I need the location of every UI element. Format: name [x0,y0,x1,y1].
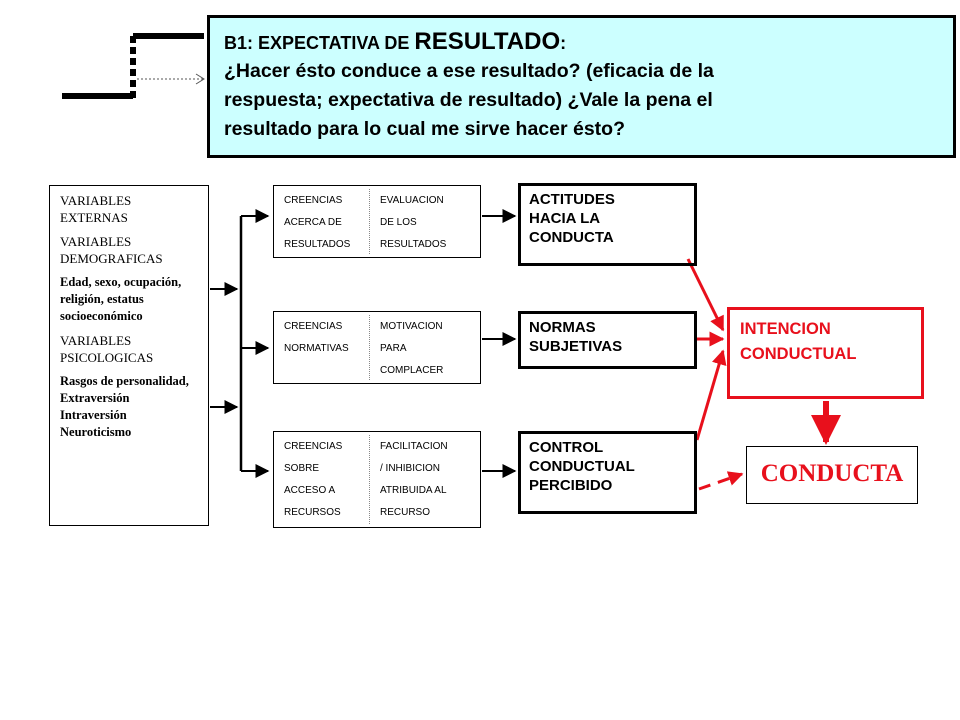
belief-separator [369,189,370,254]
demographic-variables-title: VARIABLES DEMOGRAFICAS [60,234,163,266]
callout-body-line: resultado para lo cual me sirve hacer és… [224,118,625,140]
behavior-box: CONDUCTA [746,446,918,504]
demographic-variables-items: Edad, sexo, ocupación, religión, estatus… [60,275,182,323]
psychological-variables-title: VARIABLES PSICOLOGICAS [60,333,154,365]
belief-separator [369,315,370,380]
determinants-to-intention-arrows [686,258,727,441]
external-variables-title: VARIABLES EXTERNAS [60,193,132,225]
callout-body-line: respuesta; expectativa de resultado) ¿Va… [224,89,713,111]
external-variables-box: VARIABLES EXTERNAS VARIABLES DEMOGRAFICA… [49,185,209,526]
belief-separator [369,435,370,524]
header-bracket-decoration [62,33,205,99]
callout-title: B1: EXPECTATIVA DE RESULTADO: [224,28,567,55]
callout-body-line: ¿Hacer ésto conduce a ese resultado? (ef… [224,60,714,82]
external-to-beliefs-connectors [210,209,270,478]
psychological-variables-items: Rasgos de personalidad, Extraversión Int… [60,374,189,439]
outcome-expectation-callout: B1: EXPECTATIVA DE RESULTADO: ¿Hacer ést… [207,15,956,158]
beliefs-to-determinants-connectors [482,209,517,478]
control-to-behavior-dashed-arrow [698,471,744,491]
